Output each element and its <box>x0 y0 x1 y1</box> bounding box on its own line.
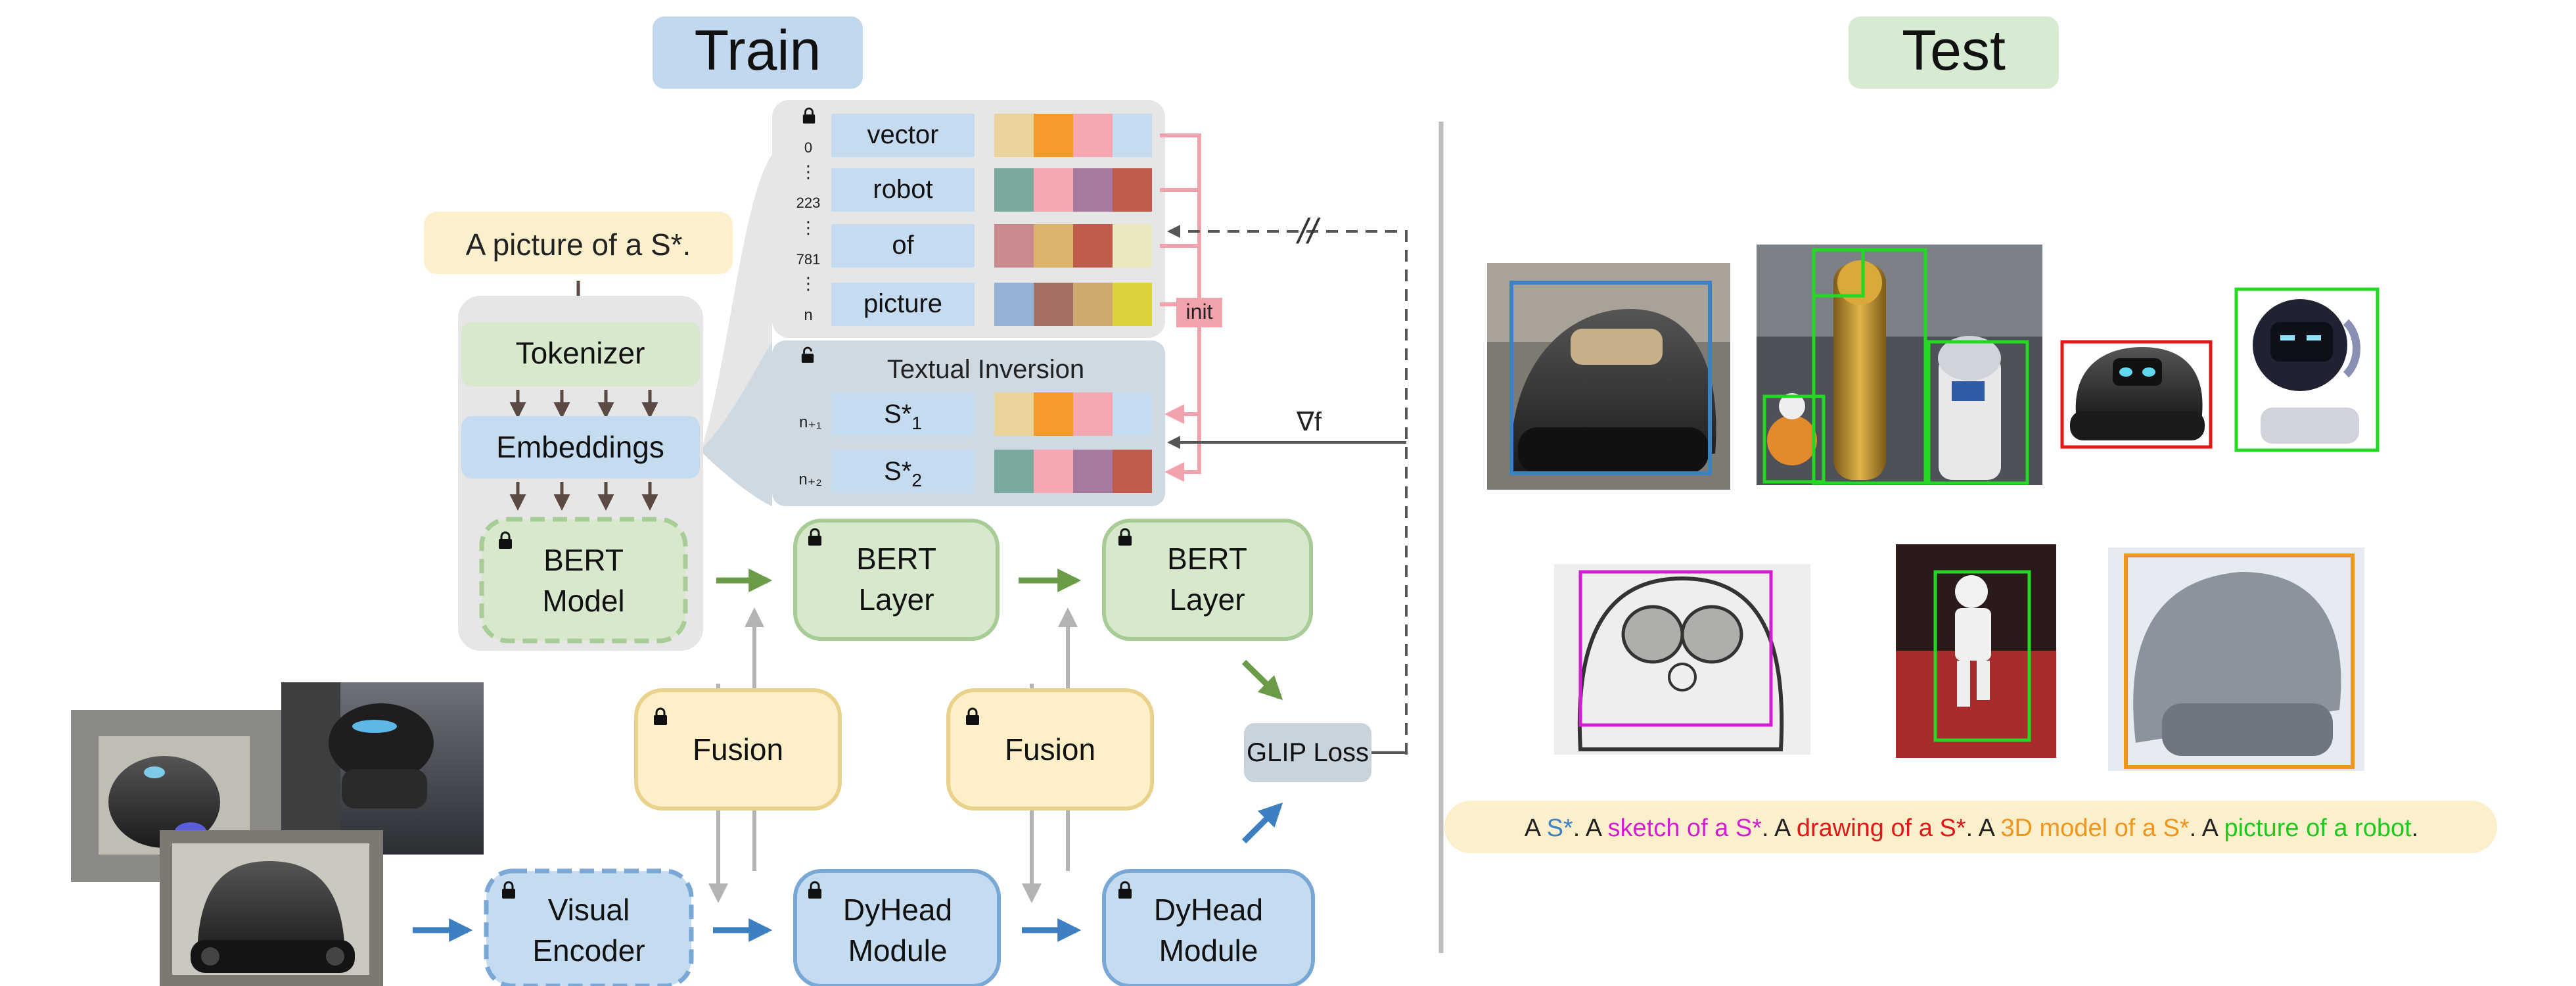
ti-token: S*2 <box>884 457 922 490</box>
ti-token: S*1 <box>884 400 922 433</box>
test-image-5 <box>1554 564 1810 755</box>
visual-encoder-label-line2: Encoder <box>532 933 645 968</box>
dyhead-label-line2: Module <box>848 933 948 968</box>
vocab-index: 781 <box>796 251 821 268</box>
vocab-ellipsis: ⋮ <box>800 162 817 181</box>
caption-segment: . <box>2412 814 2419 842</box>
test-image-1 <box>1487 263 1730 490</box>
vocab-word: robot <box>873 175 932 204</box>
test-image-6 <box>1896 544 2056 758</box>
visual-encoder-label-line1: Visual <box>548 893 630 927</box>
gradient-label: ∇f <box>1296 408 1322 436</box>
fusion-label: Fusion <box>1005 732 1095 766</box>
stop-gradient-mark: // <box>1295 212 1321 251</box>
ti-row-1: n₊₁ S*1 <box>799 392 1152 436</box>
bert-model-box: BERT Model <box>479 517 688 644</box>
bert-layer-label-line1: BERT <box>1167 542 1247 576</box>
ti-index: n₊₁ <box>799 413 821 431</box>
textual-inversion-wedge <box>703 342 772 506</box>
vocab-row-0: 0 vector <box>804 114 1152 157</box>
bert-layer-2: BERT Layer <box>1102 519 1313 641</box>
dyhead-module-1: DyHead Module <box>793 869 1001 986</box>
caption-segment: . A <box>1966 814 2001 842</box>
caption-segment: A <box>1525 814 1547 842</box>
input-image-1 <box>71 710 288 882</box>
vocab-row-1: 223 robot <box>796 168 1152 212</box>
glip-loss-label: GLIP Loss <box>1247 738 1369 767</box>
prompt-box: A picture of a S*. <box>424 212 733 274</box>
dyhead-label-line2: Module <box>1159 933 1258 968</box>
dyhead-module-2: DyHead Module <box>1102 869 1315 986</box>
vocab-word: of <box>892 231 914 260</box>
test-image-2 <box>1757 245 2042 485</box>
test-caption: A S*. A sketch of a S*. A drawing of a S… <box>1444 801 2497 853</box>
glip-loss-box: GLIP Loss <box>1244 723 1371 782</box>
vocab-index: 0 <box>804 139 812 156</box>
vocab-row-2: 781 of <box>796 224 1152 268</box>
input-images <box>71 682 484 986</box>
vocab-index: n <box>804 306 812 324</box>
bert-layer-label-line2: Layer <box>1169 582 1245 617</box>
bert-layer-label-line2: Layer <box>858 582 934 617</box>
tokenizer-label: Tokenizer <box>516 336 645 370</box>
input-image-2 <box>281 682 484 855</box>
ti-row-2: n₊₂ S*2 <box>798 450 1152 493</box>
vocab-index: 223 <box>796 195 821 211</box>
bert-layer-1: BERT Layer <box>793 519 1000 641</box>
vocab-ellipsis: ⋮ <box>800 218 817 237</box>
green-arrow-to-loss <box>1241 659 1283 701</box>
bert-layer-label-line1: BERT <box>856 542 936 576</box>
vocab-word: vector <box>867 120 939 149</box>
fusion-box-1: Fusion <box>634 688 842 810</box>
caption-segment: drawing of a S* <box>1797 814 1966 842</box>
fusion-label: Fusion <box>693 732 783 766</box>
dyhead-label-line1: DyHead <box>1154 893 1263 927</box>
test-title-badge: Test <box>1849 16 2059 89</box>
caption-segment: . A <box>1762 814 1797 842</box>
tokenizer-to-embeddings-arrows <box>509 390 658 419</box>
embedding-table-panel <box>772 100 1165 338</box>
caption-segment: . A <box>2190 814 2224 842</box>
input-image-3 <box>160 830 383 986</box>
vocab-ellipsis: ⋮ <box>800 273 817 293</box>
blue-arrow-to-loss <box>1241 802 1283 844</box>
caption-segment: . A <box>1573 814 1608 842</box>
bert-model-label-line2: Model <box>542 584 624 618</box>
bert-model-label-line1: BERT <box>543 543 624 577</box>
embeddings-box: Embeddings <box>461 416 700 479</box>
textual-inversion-title: Textual Inversion <box>887 355 1084 384</box>
embeddings-label: Embeddings <box>496 430 664 464</box>
init-text: init <box>1186 300 1213 323</box>
dyhead-label-line1: DyHead <box>843 893 952 927</box>
test-image-3 <box>2060 340 2213 449</box>
init-label: init <box>1176 298 1222 327</box>
vocab-word: picture <box>863 289 942 318</box>
train-title: Train <box>695 19 821 82</box>
caption-segment: 3D model of a S* <box>2000 814 2189 842</box>
ti-index: n₊₂ <box>798 471 821 488</box>
caption-segment: S* <box>1547 814 1573 842</box>
tokenizer-box: Tokenizer <box>461 322 700 387</box>
vocab-row-3: n picture <box>804 283 1152 326</box>
test-image-4 <box>2234 287 2380 452</box>
fusion-box-2: Fusion <box>946 688 1154 810</box>
caption-text: A S*. A sketch of a S*. A drawing of a S… <box>1525 814 2418 842</box>
embeddings-to-bert-arrows <box>509 482 658 511</box>
stop-gradient-arrow <box>1167 225 1408 755</box>
visual-encoder-box: Visual Encoder <box>484 868 694 986</box>
caption-segment: sketch of a S* <box>1608 814 1762 842</box>
train-title-badge: Train <box>653 16 863 89</box>
prompt-text: A picture of a S*. <box>466 227 691 262</box>
test-title: Test <box>1902 19 2006 82</box>
test-image-7 <box>2108 548 2364 771</box>
caption-segment: picture of a robot <box>2224 814 2412 842</box>
